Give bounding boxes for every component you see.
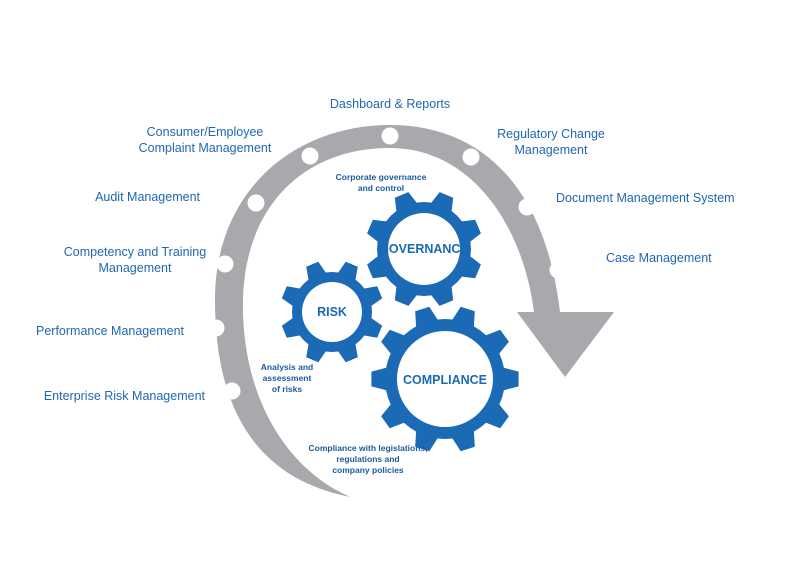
- module-dashboard-reports: Dashboard & Reports: [329, 97, 451, 111]
- band-dot: [207, 319, 225, 337]
- gear-hub: [388, 213, 460, 285]
- risk-note: Analysis and assessment of risks: [260, 362, 314, 394]
- governance-note: Corporate governance and control: [335, 172, 427, 193]
- gear-hub: [302, 282, 362, 342]
- cycle-arrow-band: [215, 125, 614, 497]
- band-dot: [247, 194, 265, 212]
- band-dots: [207, 127, 567, 400]
- band-dot: [462, 148, 480, 166]
- governance-gear-label: GOVERNANCE: [379, 242, 469, 256]
- compliance-note: Compliance with legislations, regulation…: [308, 443, 428, 475]
- gear-hub: [397, 331, 493, 427]
- band-dot: [223, 382, 241, 400]
- module-competency-training: Competency and Training Management: [63, 245, 207, 275]
- module-complaint-management: Consumer/Employee Complaint Management: [138, 125, 272, 155]
- governance-gear: [367, 192, 481, 306]
- compliance-gear-label: COMPLIANCE: [403, 373, 487, 387]
- module-document-management: Document Management System: [556, 191, 735, 205]
- band-dot: [301, 147, 319, 165]
- compliance-gear: [371, 306, 519, 452]
- module-performance-management: Performance Management: [36, 324, 184, 338]
- module-regulatory-change: Regulatory Change Management: [497, 127, 605, 157]
- module-audit-management: Audit Management: [95, 190, 200, 204]
- band-dot: [216, 255, 234, 273]
- band-dot: [549, 261, 567, 279]
- module-enterprise-risk: Enterprise Risk Management: [43, 389, 205, 403]
- risk-gear-label: RISK: [317, 305, 347, 319]
- module-case-management: Case Management: [606, 251, 712, 265]
- band-dot: [381, 127, 399, 145]
- band-dot: [518, 198, 536, 216]
- risk-gear: [281, 261, 383, 363]
